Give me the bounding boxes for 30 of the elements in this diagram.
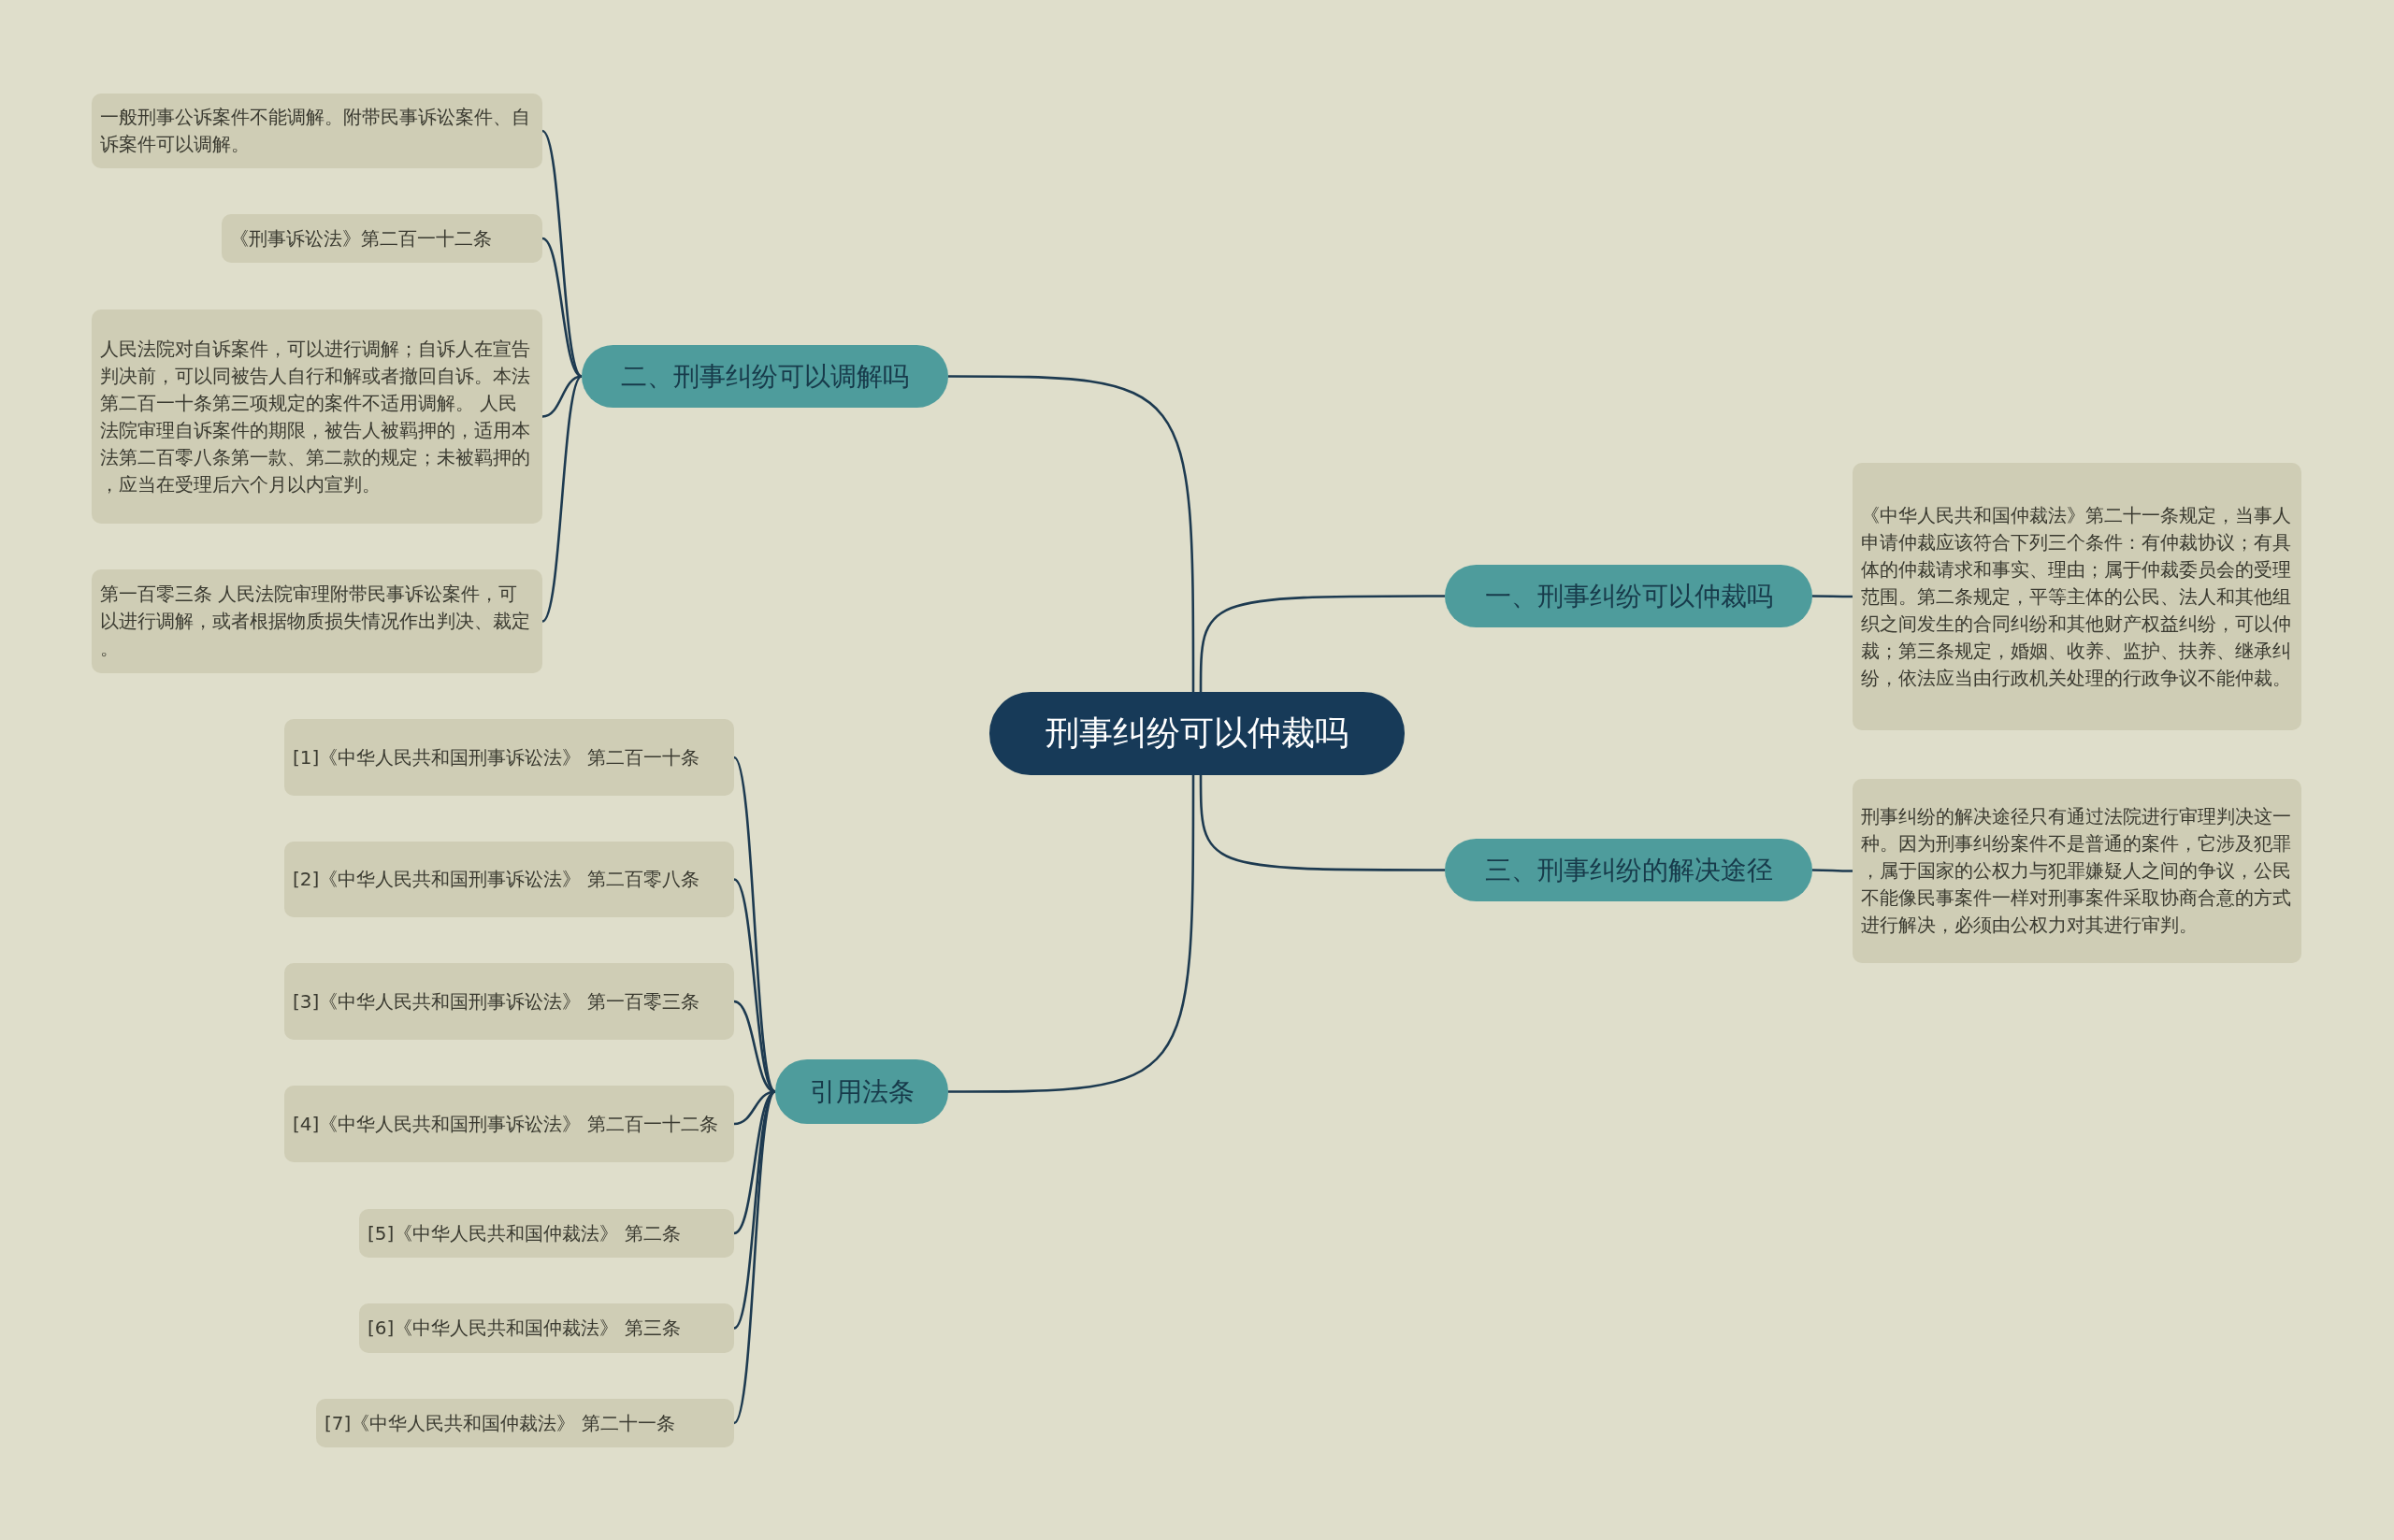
topic-box: 三、刑事纠纷的解决途径 [1445,839,1812,901]
note-box: 一般刑事公诉案件不能调解。附带民事诉讼案件、自诉案件可以调解。 [92,94,542,168]
connector-line [1199,775,1445,871]
connector-line [733,1090,776,1330]
connector-line [1812,869,1853,872]
note-box: [2]《中华人民共和国刑事诉讼法》 第二百零八条 [284,842,734,917]
note-box: [3]《中华人民共和国刑事诉讼法》 第一百零三条 [284,963,734,1040]
topic-box: 二、刑事纠纷可以调解吗 [582,345,948,408]
note-box: [7]《中华人民共和国仲裁法》 第二十一条 [316,1399,734,1447]
connector-line [948,375,1195,692]
note-box: [5]《中华人民共和国仲裁法》 第二条 [359,1209,734,1258]
connector-line [541,375,583,623]
note-box: 人民法院对自诉案件，可以进行调解；自诉人在宣告判决前，可以同被告人自行和解或者撤回自诉。本法第二百一十条第三项规定的案件不适用调解。 人民法院审理自诉案件的期限，被告人被羁押的，适用本法第二百零八条第一款、第二款的规定；未被羁押的，应当在受理后六个月以内宣判。 [92,309,542,524]
note-box: 刑事纠纷的解决途径只有通过法院进行审理判决这一种。因为刑事纠纷案件不是普通的案件，它涉及犯罪，属于国家的公权力与犯罪嫌疑人之间的争议，公民不能像民事案件一样对刑事案件采取协商合意的方式进行解决，必须由公权力对其进行审判。 [1853,779,2301,963]
note-box: 《刑事诉讼法》第二百一十二条 [222,214,542,263]
note-box: 《中华人民共和国仲裁法》第二十一条规定，当事人申请仲裁应该符合下列三个条件：有仲裁协议；有具体的仲裁请求和事实、理由；属于仲裁委员会的受理范围。第二条规定，平等主体的公民、法人和其他组织之间发生的合同纠纷和其他财产权益纠纷，可以仲裁；第三条规定，婚姻、收养、监护、扶养、继承纠纷，依法应当由行政机关处理的行政争议不能仲裁。 [1853,463,2301,730]
connector-line [1199,595,1445,692]
connector-line [732,756,777,1093]
topic-box: 引用法条 [775,1059,948,1124]
note-box: [1]《中华人民共和国刑事诉讼法》 第二百一十条 [284,719,734,796]
connector-line [732,1090,777,1424]
note-box: [4]《中华人民共和国刑事诉讼法》 第二百一十二条 [284,1086,734,1162]
connector-line [1812,595,1853,598]
connector-line [733,1000,776,1093]
central-topic: 刑事纠纷可以仲裁吗 [989,692,1405,775]
connector-line [541,237,583,378]
note-box: [6]《中华人民共和国仲裁法》 第三条 [359,1303,734,1353]
connector-line [948,775,1195,1093]
topic-box: 一、刑事纠纷可以仲裁吗 [1445,565,1812,627]
note-box: 第一百零三条 人民法院审理附带民事诉讼案件，可以进行调解，或者根据物质损失情况作出判决、裁定。 [92,569,542,673]
